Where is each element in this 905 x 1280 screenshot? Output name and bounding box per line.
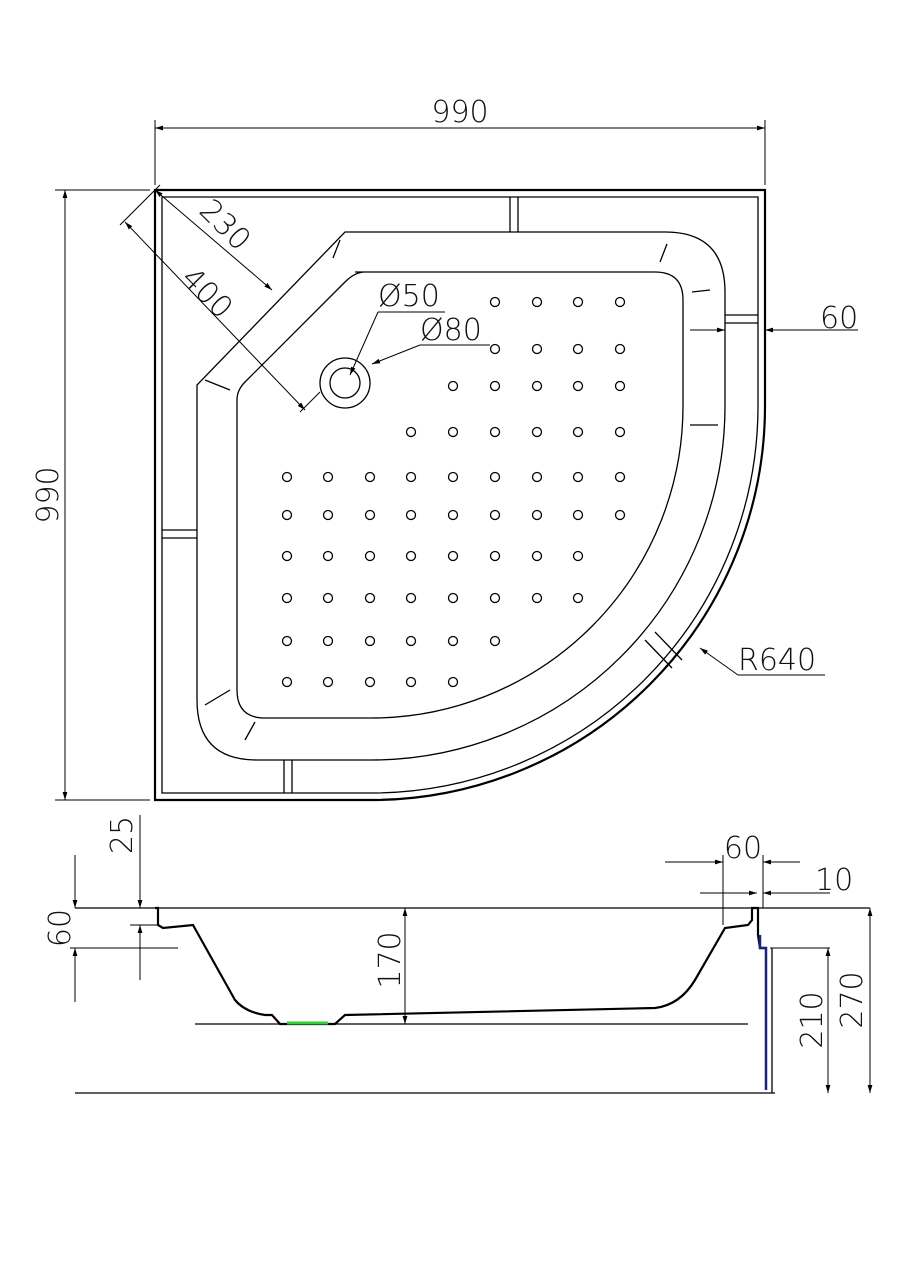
anti-slip-dot: [447, 471, 459, 483]
anti-slip-dot: [489, 635, 501, 647]
depth-label: 990: [31, 466, 66, 523]
corner-230-label: 230: [192, 193, 257, 258]
anti-slip-dot: [281, 635, 293, 647]
anti-slip-dot: [614, 426, 626, 438]
anti-slip-dot: [364, 509, 376, 521]
anti-slip-dot: [281, 509, 293, 521]
anti-slip-dot: [572, 426, 584, 438]
rim-60-label: 60: [820, 301, 858, 336]
anti-slip-dot: [322, 509, 334, 521]
tray-inner-edge: [161, 196, 759, 794]
anti-slip-dot: [281, 592, 293, 604]
anti-slip-dot: [405, 592, 417, 604]
apron-edge: [758, 935, 768, 1090]
rim-width-60-label: 60: [724, 831, 762, 866]
anti-slip-dot: [531, 509, 543, 521]
anti-slip-dot: [614, 296, 626, 308]
anti-slip-dot: [614, 380, 626, 392]
anti-slip-dot: [322, 550, 334, 562]
anti-slip-dot: [531, 592, 543, 604]
tray-outline: [153, 188, 767, 802]
lip-25-label: 25: [105, 816, 140, 854]
anti-slip-dot: [531, 296, 543, 308]
anti-slip-dot: [322, 676, 334, 688]
anti-slip-dot: [572, 296, 584, 308]
dim-width: 990: [154, 95, 766, 185]
anti-slip-dot: [489, 426, 501, 438]
corner-400-label: 400: [174, 261, 239, 326]
anti-slip-dot: [531, 426, 543, 438]
anti-slip-dot: [614, 509, 626, 521]
anti-slip-dot: [447, 550, 459, 562]
anti-slip-dot: [531, 343, 543, 355]
lip-10-label: 10: [815, 863, 853, 898]
dim-radius: R640: [699, 643, 825, 678]
anti-slip-dot: [405, 635, 417, 647]
dim-drain: Ø50 Ø80: [349, 279, 490, 376]
anti-slip-dot: [322, 592, 334, 604]
width-label: 990: [431, 95, 488, 130]
anti-slip-dot: [572, 592, 584, 604]
anti-slip-dot: [489, 380, 501, 392]
anti-slip-dot: [405, 509, 417, 521]
anti-slip-dot: [322, 635, 334, 647]
drain-outer: [319, 357, 371, 409]
anti-slip-dot: [322, 471, 334, 483]
anti-slip-dot: [489, 471, 501, 483]
anti-slip-dot: [572, 550, 584, 562]
anti-slip-dot: [364, 635, 376, 647]
anti-slip-dot: [572, 380, 584, 392]
anti-slip-dot: [531, 380, 543, 392]
anti-slip-dot: [364, 676, 376, 688]
dim-depth: 990: [31, 189, 150, 801]
basin-rim: [196, 231, 726, 761]
anti-slip-dot: [489, 592, 501, 604]
radius-label: R640: [738, 643, 816, 678]
anti-slip-dot: [572, 471, 584, 483]
anti-slip-dot: [572, 343, 584, 355]
anti-slip-dot: [489, 550, 501, 562]
anti-slip-dot: [572, 509, 584, 521]
anti-slip-dot: [405, 550, 417, 562]
anti-slip-dot: [447, 380, 459, 392]
anti-slip-dot: [281, 471, 293, 483]
anti-slip-dot: [405, 471, 417, 483]
drain-80-label: Ø80: [420, 313, 482, 348]
dim-rim: 60: [690, 301, 858, 336]
anti-slip-dot: [364, 592, 376, 604]
drain-inner: [329, 367, 361, 399]
anti-slip-dot: [364, 550, 376, 562]
rim-marks: [162, 197, 758, 793]
apron-210-label: 210: [795, 991, 830, 1048]
anti-slip-dot: [447, 635, 459, 647]
tray-profile: [155, 906, 765, 1026]
plan-view: 990 990 230 400 Ø50 Ø80 60 R640: [31, 95, 858, 802]
section-view: 25 60 170 60 10 210 270: [43, 815, 873, 1094]
anti-slip-dot: [614, 471, 626, 483]
anti-slip-dot: [489, 296, 501, 308]
anti-slip-dot: [405, 676, 417, 688]
anti-slip-dot: [489, 509, 501, 521]
anti-slip-dot: [447, 426, 459, 438]
anti-slip-dot: [489, 343, 501, 355]
dim-corner: 230 400: [119, 184, 321, 413]
anti-slip-dot: [447, 509, 459, 521]
total-270-label: 270: [835, 971, 870, 1028]
anti-slip-dot: [447, 592, 459, 604]
anti-slip-dot: [614, 343, 626, 355]
rim-height-60-label: 60: [43, 909, 78, 947]
anti-slip-dot: [364, 471, 376, 483]
anti-slip-dot: [447, 676, 459, 688]
anti-slip-dot: [405, 426, 417, 438]
anti-slip-dot: [531, 471, 543, 483]
anti-slip-dot: [281, 676, 293, 688]
anti-slip-dots: [281, 296, 626, 688]
depth-170-label: 170: [373, 931, 408, 988]
anti-slip-dot: [281, 550, 293, 562]
anti-slip-dot: [531, 550, 543, 562]
drain-50-label: Ø50: [378, 279, 440, 314]
